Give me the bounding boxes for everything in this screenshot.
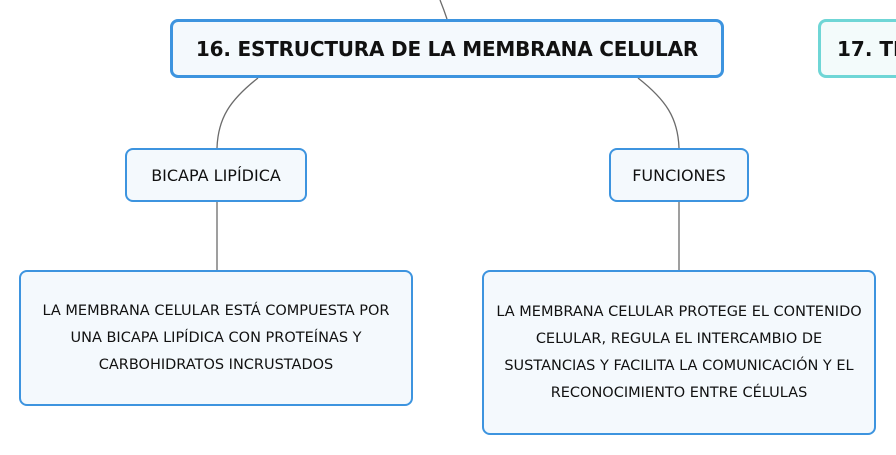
- subtopic-label-bicapa: BICAPA LIPÍDICA: [151, 165, 281, 185]
- connector-main-to-bicapa: [216, 77, 259, 149]
- connector-parent-to-main: [439, 0, 448, 20]
- main-topic-label: 16. ESTRUCTURA DE LA MEMBRANA CELULAR: [195, 36, 699, 61]
- next-topic-node[interactable]: 17. TR: [818, 19, 896, 78]
- main-topic-node[interactable]: 16. ESTRUCTURA DE LA MEMBRANA CELULAR: [170, 19, 724, 78]
- detail-node-funciones[interactable]: LA MEMBRANA CELULAR PROTEGE EL CONTENIDO…: [482, 270, 876, 435]
- detail-text-funciones: LA MEMBRANA CELULAR PROTEGE EL CONTENIDO…: [496, 303, 862, 401]
- subtopic-node-bicapa[interactable]: BICAPA LIPÍDICA: [125, 148, 307, 202]
- detail-node-bicapa[interactable]: LA MEMBRANA CELULAR ESTÁ COMPUESTA POR U…: [19, 270, 413, 406]
- detail-text-bicapa: LA MEMBRANA CELULAR ESTÁ COMPUESTA POR U…: [42, 302, 390, 373]
- subtopic-label-funciones: FUNCIONES: [632, 165, 726, 185]
- subtopic-node-funciones[interactable]: FUNCIONES: [609, 148, 749, 202]
- next-topic-label: 17. TR: [837, 36, 896, 61]
- connector-main-to-funciones: [637, 77, 680, 149]
